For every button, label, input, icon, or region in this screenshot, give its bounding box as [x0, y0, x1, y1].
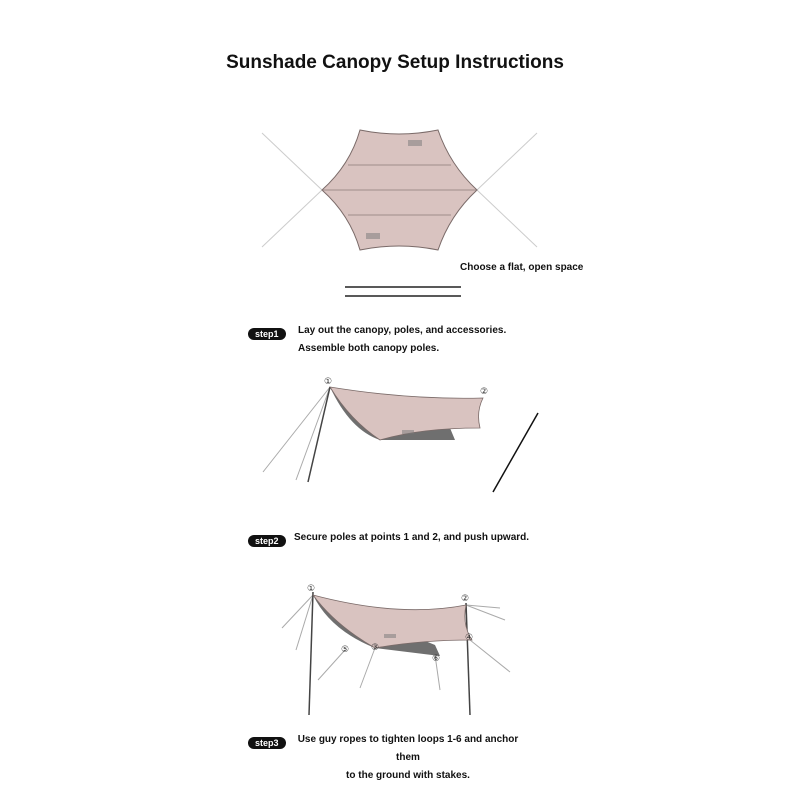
intro-caption: Choose a flat, open space [460, 262, 584, 273]
step1-illustration: ① ② [262, 377, 539, 493]
marker-1: ① [324, 377, 332, 387]
page-title: Sunshade Canopy Setup Instructions [226, 52, 564, 73]
step2-badge: step2 [248, 535, 286, 547]
marker-2: ② [480, 387, 488, 397]
marker-6: ⑥ [432, 654, 440, 664]
marker-3: ③ [371, 643, 379, 653]
step3-line2: to the ground with stakes. [346, 770, 470, 781]
marker-2: ② [461, 594, 469, 604]
marker-5: ⑤ [341, 645, 349, 655]
step2-illustration: ① ② ③ ④ ⑤ ⑥ [281, 584, 511, 716]
step3-line1: Use guy ropes to tighten loops 1-6 and a… [297, 734, 519, 763]
step3-badge: step3 [248, 737, 286, 749]
flat-canopy-illustration [261, 129, 538, 297]
step1-line2: Assemble both canopy poles. [298, 343, 440, 354]
marker-4: ④ [465, 633, 473, 643]
step3-text: Use guy ropes to tighten loops 1-6 and a… [288, 731, 528, 785]
step1-badge: step1 [248, 328, 286, 340]
marker-1: ① [307, 584, 315, 594]
step1-text: Lay out the canopy, poles, and accessori… [298, 322, 506, 358]
step1-line1: Lay out the canopy, poles, and accessori… [298, 325, 507, 336]
step2-text: Secure poles at points 1 and 2, and push… [294, 532, 530, 543]
